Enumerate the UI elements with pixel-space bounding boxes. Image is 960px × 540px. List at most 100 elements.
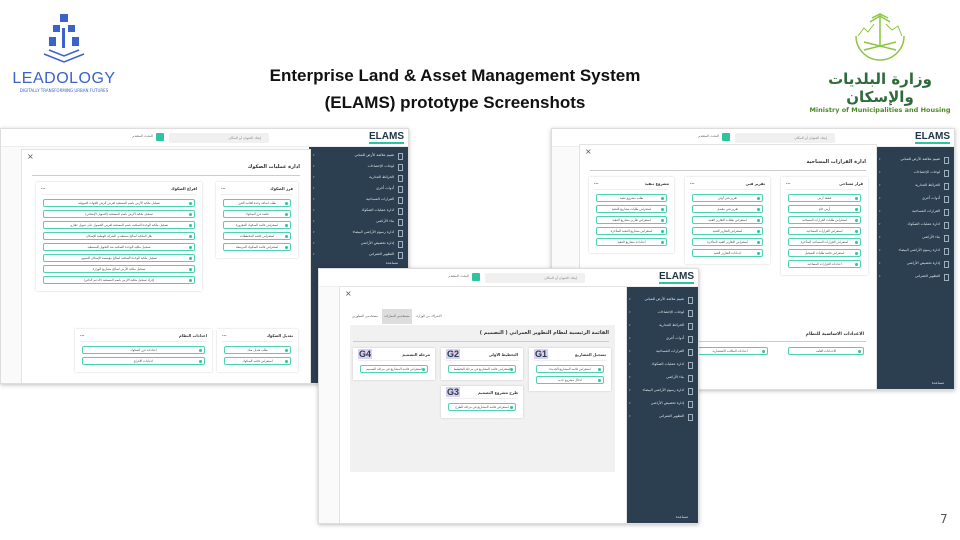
sidebar-item[interactable]: ادارة عمليات الصكوك (875, 218, 954, 231)
menu-item[interactable]: تسجيل ملكية الوحدة السكنية لصالح مؤسسة ا… (43, 254, 195, 262)
menu-item[interactable]: اعدادات فرز الصكوك (82, 346, 205, 354)
menu-item[interactable]: استعراض قائمة المشاريع في مرحلة الطرح (448, 403, 516, 411)
sidebar-item[interactable]: إدارة تخصيص الأراضي (625, 397, 698, 410)
menu-item[interactable]: قائمة فرز الصكوك (223, 210, 291, 218)
sidebar-item[interactable]: أدوات أخرى (309, 183, 408, 194)
sidebar-help[interactable]: مساعدة (931, 381, 944, 385)
menu-item[interactable]: نقل الملكية لصالح مستفيدي الشركة الوطنية… (43, 232, 195, 240)
menu-item[interactable]: استعراض القرارات المساحية (788, 227, 861, 235)
close-icon[interactable]: × (585, 147, 592, 156)
sidebar-item[interactable]: التطوير العمراني (875, 270, 954, 283)
menu-item[interactable]: أرض خام (788, 205, 861, 213)
advanced-search-button[interactable] (722, 133, 730, 141)
sidebar-item[interactable]: القرارات المساحية (625, 345, 698, 358)
menu-item[interactable]: استعراض قائمة الصكوك المفروزة (223, 221, 291, 229)
menu-item[interactable]: إجراء تسجيل ملكية الأرض باسم المستفيد (ا… (43, 276, 195, 284)
sidebar-item[interactable]: أدوات أخرى (625, 332, 698, 345)
more-options-icon[interactable]: ··· (690, 181, 695, 186)
menu-item[interactable]: استعراض طلبات القرارات المساحية (788, 216, 861, 224)
sidebar-item[interactable]: ادارة رسوم الأراضي البيضاء (309, 227, 408, 238)
sidebar-item[interactable]: ادارة عمليات الصكوك (625, 358, 698, 371)
sidebar-item[interactable]: الخرائط الجدارية (625, 319, 698, 332)
tab[interactable]: مستخدمي المطورين (350, 309, 380, 324)
menu-item[interactable]: استعراض قائمة المشاريع في مرحلة التخطيط (448, 365, 516, 373)
sidebar-item[interactable]: لوحات الإحصاءات (625, 306, 698, 319)
menu-item[interactable]: تسجيل ملكية الأرض باسم المستفيد لغرض الر… (43, 199, 195, 207)
menu-item[interactable]: اعدادات مشاريع التنفيذ (596, 238, 667, 246)
more-options-icon[interactable]: ··· (222, 333, 227, 338)
sidebar-item[interactable]: القرارات المساحية (875, 205, 954, 218)
menu-item[interactable]: استعراض قائمة الصكوك المرتبطة (223, 243, 291, 251)
more-options-icon[interactable]: ··· (221, 186, 226, 191)
sidebar-item[interactable]: بناء الأراضي (625, 371, 698, 384)
menu-item[interactable]: طلب تعديل صك (224, 346, 291, 354)
more-options-icon[interactable]: ··· (594, 181, 599, 186)
menu-item-label: اعدادات الافراغ (133, 359, 154, 363)
search-input[interactable]: إيجاد العنوان أو المكان (735, 133, 835, 143)
sidebar-help[interactable]: مساعدة (385, 261, 398, 265)
advanced-search-label[interactable]: البحث المتقدم (698, 134, 719, 138)
menu-item[interactable]: تسجيل ملكية الوحدة السكنية بعد التحويل ل… (43, 243, 195, 251)
menu-item[interactable]: اعدادات القرارات المساحية (788, 260, 861, 268)
menu-item[interactable]: استعراض قائمة المشاريع في مرحلة التصميم (360, 365, 428, 373)
sidebar-item[interactable]: تقييم ملائمة الأرض للمباني (309, 150, 408, 161)
menu-item[interactable]: تقرير فني أولي (692, 194, 763, 202)
menu-item[interactable]: استعراض القرارات المساحية المتأخرة (788, 238, 861, 246)
menu-item[interactable]: طلب مشروع تنفيذ (596, 194, 667, 202)
advanced-search-button[interactable] (472, 273, 480, 281)
advanced-search-button[interactable] (156, 133, 164, 141)
close-icon[interactable]: × (345, 289, 352, 298)
menu-item[interactable]: استعراض طلبات مشاريع التنفيذ (596, 205, 667, 213)
menu-item[interactable]: استعراض تقارير مشاريع التنفيذ (596, 216, 667, 224)
sidebar-item[interactable]: الخرائط الجدارية (875, 179, 954, 192)
menu-item[interactable]: استعراض قائمة المشاريع الجديدة (536, 365, 604, 373)
menu-item[interactable]: تقرير فني مفصل (692, 205, 763, 213)
settings-item[interactable]: الاعدادات العامة (788, 347, 864, 355)
search-input[interactable]: إيجاد العنوان أو المكان (169, 133, 269, 143)
menu-item[interactable]: استعراض قائمة المخططات (223, 232, 291, 240)
sidebar-item[interactable]: أدوات أخرى (875, 192, 954, 205)
sidebar-help[interactable]: مساعدة (675, 515, 688, 519)
menu-item[interactable]: تسجيل ملكية الوحدة السكنية باسم المستفيد… (43, 221, 195, 229)
sidebar-item[interactable]: تقييم ملائمة الأرض للمباني (875, 153, 954, 166)
menu-item[interactable]: اعدادات الافراغ (82, 357, 205, 365)
menu-item[interactable]: استعراض قائمة الصكوك (224, 357, 291, 365)
menu-item[interactable]: قطعة أرض (788, 194, 861, 202)
more-options-icon[interactable]: ··· (41, 186, 46, 191)
menu-item[interactable]: اعدادات التقارير الفنية (692, 249, 763, 257)
advanced-search-label[interactable]: البحث المتقدم (132, 134, 153, 138)
sidebar-item[interactable]: لوحات الإحصاءات (875, 166, 954, 179)
sidebar-item[interactable]: ادارة رسوم الأراضي البيضاء (875, 244, 954, 257)
sidebar-item[interactable]: ادارة عمليات الصكوك (309, 205, 408, 216)
sidebar-item[interactable]: بناء الأراضي (309, 216, 408, 227)
close-icon[interactable]: × (27, 152, 34, 161)
tab[interactable]: الاشراف من الوزارة (414, 309, 444, 324)
sidebar-item[interactable]: تقييم ملائمة الأرض للمباني (625, 293, 698, 306)
menu-item[interactable]: تسجيل ملكية الأرض باسم المستفيد (التمويل… (43, 210, 195, 218)
more-options-icon[interactable]: ··· (80, 333, 85, 338)
menu-item[interactable]: استعراض التقارير الفنية (692, 227, 763, 235)
menu-item[interactable]: استعراض قائمة طلبات التسجيل (788, 249, 861, 257)
tab[interactable]: مستخدمي الممارات (382, 309, 412, 324)
sidebar-item[interactable]: إدارة تخصيص الأراضي (875, 257, 954, 270)
sidebar-item[interactable]: بناء الأراضي (875, 231, 954, 244)
advanced-search-label[interactable]: البحث المتقدم (448, 274, 469, 278)
sidebar-item[interactable]: ادارة رسوم الأراضي البيضاء (625, 384, 698, 397)
sidebar-item[interactable]: التطوير العمراني (625, 410, 698, 423)
menu-item[interactable]: استعراض التقارير الفنية المتأخرة (692, 238, 763, 246)
menu-item[interactable]: استعراض مشاريع التنفيذ المتأخرة (596, 227, 667, 235)
sidebar-item[interactable]: إدارة تخصيص الأراضي (309, 238, 408, 249)
search-input[interactable]: إيجاد العنوان أو المكان (485, 273, 585, 283)
sidebar-item[interactable]: لوحات الإحصاءات (309, 161, 408, 172)
more-options-icon[interactable]: ··· (786, 181, 791, 186)
sidebar-item[interactable]: القرارات المساحية (309, 194, 408, 205)
menu-item[interactable]: استعراض طلبات التقارير الفنية (692, 216, 763, 224)
menu-item[interactable]: تسجيل ملكية الأرض لصالح مشاريع الوزارة (43, 265, 195, 273)
leadology-name: LEADOLOGY (12, 70, 116, 87)
settings-item[interactable]: اعدادات المكاتب الاستشارية (692, 347, 768, 355)
menu-item[interactable]: طلب اضافة وحدة لقائمة الفرز (223, 199, 291, 207)
menu-item[interactable]: ادخال مشروع جديد (536, 376, 604, 384)
sidebar-item[interactable]: الخرائط الجدارية (309, 172, 408, 183)
sidebar-item[interactable]: التطوير العمراني (309, 249, 408, 260)
